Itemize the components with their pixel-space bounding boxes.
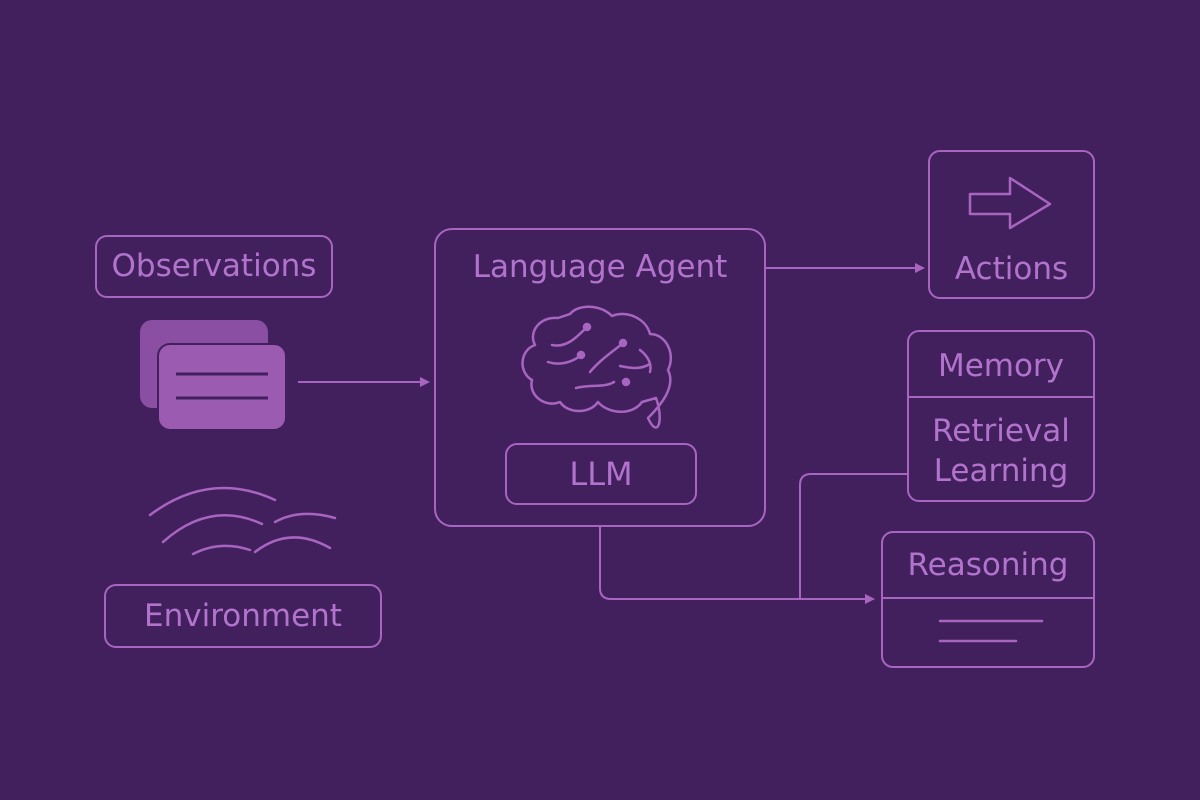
- memory-box: Memory Retrieval Learning: [907, 330, 1095, 502]
- reasoning-divider: [883, 597, 1093, 599]
- agent-to-reasoning-arrow: [599, 527, 875, 604]
- brain-icon: [521, 305, 673, 429]
- memory-divider: [909, 396, 1093, 398]
- document-stack-icon: [140, 320, 287, 431]
- text-lines-icon: [938, 619, 1044, 643]
- actions-box: Actions: [928, 150, 1095, 299]
- memory-title: Memory: [937, 348, 1065, 384]
- actions-label: Actions: [954, 251, 1069, 287]
- arrow-right-icon: [968, 176, 1052, 230]
- language-agent-title: Language Agent: [472, 249, 728, 285]
- reasoning-box: Reasoning: [881, 531, 1095, 668]
- environment-box: Environment: [104, 584, 382, 648]
- llm-box: LLM: [505, 443, 697, 505]
- llm-label: LLM: [569, 455, 633, 493]
- memory-item-retrieval: Retrieval: [932, 413, 1070, 449]
- observations-box: Observations: [95, 235, 333, 298]
- wave-arcs-icon: [148, 486, 337, 556]
- environment-label: Environment: [144, 597, 342, 634]
- language-agent-box: Language Agent LLM: [434, 228, 766, 527]
- memory-item-learning: Learning: [933, 453, 1069, 489]
- memory-to-reasoning-connector: [799, 473, 908, 599]
- observations-label: Observations: [111, 248, 317, 284]
- reasoning-title: Reasoning: [907, 547, 1069, 583]
